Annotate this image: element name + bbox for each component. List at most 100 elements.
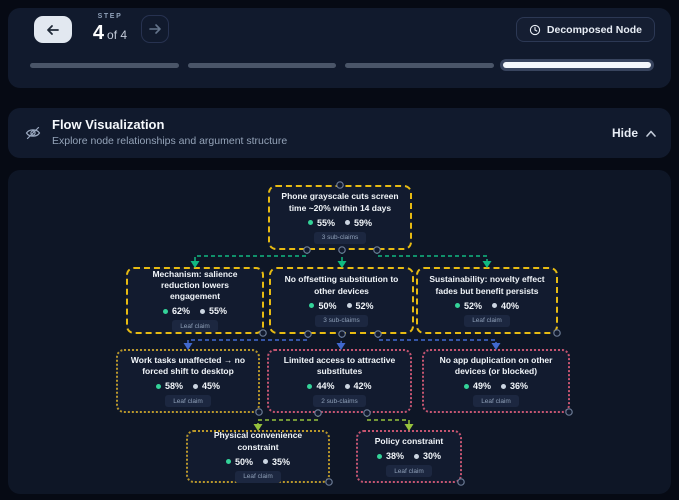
node-badge: Leaf claim xyxy=(386,465,432,478)
score-dot-gray xyxy=(414,453,419,459)
flow-node-sustainability[interactable]: Sustainability: novelty effect fades but… xyxy=(416,267,558,334)
clock-icon xyxy=(529,24,541,35)
flow-canvas[interactable]: Phone grayscale cuts screen time ~20% wi… xyxy=(8,170,671,494)
node-scores: 52% 40% xyxy=(454,300,520,311)
score-primary: 49% xyxy=(472,381,491,392)
score-dot-green xyxy=(307,383,313,389)
chevron-up-icon xyxy=(646,130,656,137)
flow-node-no-app-duplication[interactable]: No app duplication on other devices (or … xyxy=(422,349,570,413)
score-secondary: 59% xyxy=(354,217,373,228)
score-dot-gray xyxy=(345,220,350,226)
score-primary: 58% xyxy=(164,381,183,392)
score-dot-gray xyxy=(492,303,497,309)
next-button[interactable] xyxy=(141,15,169,43)
edge-limited-access-children xyxy=(257,413,410,424)
score-dot-gray xyxy=(346,303,352,309)
eye-off-icon xyxy=(24,124,42,147)
score-dot-green xyxy=(376,453,382,459)
node-badge: Leaf claim xyxy=(473,395,519,408)
node-title: Physical convenience constraint xyxy=(213,430,303,452)
flow-header-title: Flow Visualization xyxy=(52,117,165,132)
score-secondary: 42% xyxy=(353,381,372,392)
score-secondary: 45% xyxy=(202,381,221,392)
decomposed-node-label: Decomposed Node xyxy=(546,23,642,36)
score-dot-green xyxy=(309,303,315,309)
hide-label: Hide xyxy=(611,126,638,140)
node-title: No offsetting substitution to other devi… xyxy=(284,274,399,296)
score-dot-green xyxy=(162,308,168,314)
node-badge: 3 sub-claims xyxy=(313,231,367,244)
flow-visualization-header: Flow Visualization Explore node relation… xyxy=(8,108,671,158)
flow-node-policy-constraint[interactable]: Policy constraint 38% 30% Leaf claim xyxy=(356,430,462,483)
node-title: Mechanism: salience reduction lowers eng… xyxy=(152,268,238,302)
node-scores: 38% 30% xyxy=(376,451,442,462)
node-title: No app duplication on other devices (or … xyxy=(439,354,553,376)
flow-header-subtitle: Explore node relationships and argument … xyxy=(52,135,288,147)
node-badge: Leaf claim xyxy=(464,314,510,327)
progress-segment-2[interactable] xyxy=(187,62,336,68)
score-dot-gray xyxy=(344,383,350,389)
hide-button[interactable]: Hide xyxy=(612,122,657,144)
score-dot-gray xyxy=(263,459,268,465)
node-scores: 50% 52% xyxy=(309,300,374,311)
step-of: of 4 xyxy=(107,28,128,42)
flow-node-mechanism[interactable]: Mechanism: salience reduction lowers eng… xyxy=(126,267,264,334)
step-progress-bar xyxy=(30,59,651,71)
score-primary: 50% xyxy=(234,456,253,467)
node-scores: 50% 35% xyxy=(225,456,291,467)
score-secondary: 55% xyxy=(209,306,228,317)
node-scores: 49% 36% xyxy=(463,381,529,392)
flow-node-limited-access[interactable]: Limited access to attractive substitutes… xyxy=(267,349,412,413)
node-title: Sustainability: novelty effect fades but… xyxy=(429,274,545,296)
node-title: Work tasks unaffected → no forced shift … xyxy=(130,354,246,376)
edge-root-children xyxy=(194,250,488,261)
score-dot-gray xyxy=(501,383,506,389)
back-button[interactable] xyxy=(34,16,72,43)
flow-header-text: Flow Visualization Explore node relation… xyxy=(52,117,287,147)
flow-node-physical-constraint[interactable]: Physical convenience constraint 50% 35% … xyxy=(186,430,330,483)
decomposed-node-badge: Decomposed Node xyxy=(515,17,655,42)
arrow-right-icon xyxy=(149,24,161,34)
progress-segment-4-active[interactable] xyxy=(502,62,651,68)
score-primary: 44% xyxy=(316,381,335,392)
node-title: Policy constraint xyxy=(374,435,444,446)
score-primary: 50% xyxy=(318,300,337,311)
score-primary: 52% xyxy=(463,300,482,311)
score-dot-green xyxy=(225,459,231,465)
progress-segment-3[interactable] xyxy=(345,62,494,68)
score-dot-gray xyxy=(193,383,198,389)
edge-no-offsetting-children xyxy=(187,333,497,344)
node-scores: 44% 42% xyxy=(307,381,372,392)
score-dot-green xyxy=(454,303,460,309)
score-secondary: 36% xyxy=(510,381,529,392)
node-badge: Leaf claim xyxy=(165,395,211,408)
node-badge: 2 sub-claims xyxy=(313,395,366,408)
score-secondary: 52% xyxy=(355,300,374,311)
progress-segment-1[interactable] xyxy=(30,62,179,68)
score-dot-gray xyxy=(200,308,205,314)
node-title: Phone grayscale cuts screen time ~20% wi… xyxy=(281,191,399,213)
flow-node-no-offsetting[interactable]: No offsetting substitution to other devi… xyxy=(269,267,414,334)
flow-node-work-tasks[interactable]: Work tasks unaffected → no forced shift … xyxy=(116,349,260,413)
score-dot-green xyxy=(307,220,313,226)
score-secondary: 40% xyxy=(501,300,520,311)
node-title: Limited access to attractive substitutes xyxy=(283,354,396,376)
step-label: STEP xyxy=(97,13,123,20)
node-badge: Leaf claim xyxy=(235,470,281,483)
step-current: 4 xyxy=(92,22,105,44)
score-primary: 62% xyxy=(171,306,190,317)
node-scores: 58% 45% xyxy=(155,381,221,392)
flow-node-root[interactable]: Phone grayscale cuts screen time ~20% wi… xyxy=(268,185,412,250)
score-dot-green xyxy=(463,383,469,389)
node-badge: Leaf claim xyxy=(172,320,218,333)
score-secondary: 35% xyxy=(272,456,291,467)
score-secondary: 30% xyxy=(423,451,442,462)
node-scores: 55% 59% xyxy=(307,217,373,228)
score-primary: 55% xyxy=(316,217,335,228)
score-primary: 38% xyxy=(385,451,404,462)
score-dot-green xyxy=(155,383,161,389)
node-badge: 3 sub-claims xyxy=(315,314,368,327)
